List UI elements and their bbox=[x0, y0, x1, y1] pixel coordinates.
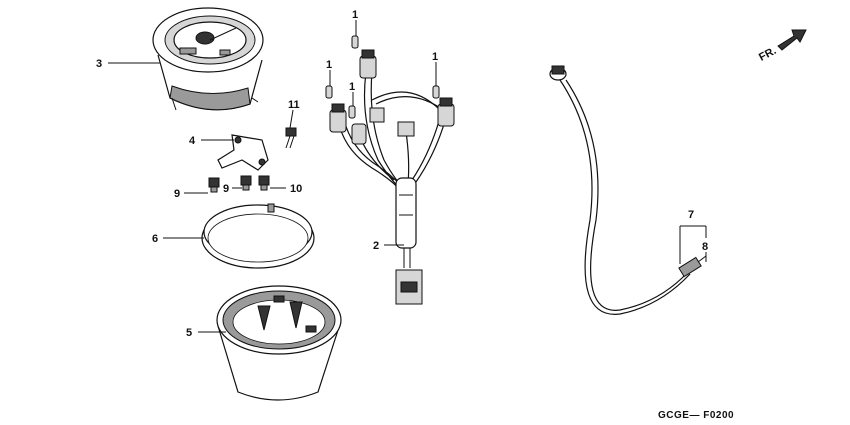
callout-9a: 9 bbox=[174, 188, 180, 200]
callout-1d: 1 bbox=[432, 51, 438, 63]
callout-10: 10 bbox=[290, 183, 302, 195]
meter-case bbox=[216, 285, 342, 401]
bulb-1d bbox=[432, 85, 440, 99]
bulb-1c bbox=[348, 105, 356, 119]
screw-9a bbox=[208, 177, 220, 193]
callout-7: 7 bbox=[688, 209, 694, 221]
meter-ring bbox=[201, 203, 315, 269]
front-direction-arrow bbox=[777, 29, 807, 51]
callout-8: 8 bbox=[702, 241, 708, 253]
speedometer-assembly bbox=[152, 7, 264, 111]
callout-4: 4 bbox=[189, 135, 196, 147]
callout-9b: 9 bbox=[223, 183, 229, 195]
direction-label: FR. bbox=[757, 45, 778, 64]
leader-lines bbox=[108, 20, 707, 333]
diagram-code: GCGE— F0200 bbox=[658, 410, 734, 421]
screw-10 bbox=[258, 175, 270, 191]
bulb-1b bbox=[325, 85, 333, 99]
callout-3: 3 bbox=[96, 58, 102, 70]
screw-11 bbox=[285, 127, 297, 149]
wire-harness bbox=[329, 49, 455, 305]
callout-6: 6 bbox=[152, 233, 158, 245]
screw-9b bbox=[240, 175, 252, 191]
callout-2: 2 bbox=[373, 240, 379, 252]
callout-5: 5 bbox=[186, 327, 192, 339]
callout-11: 11 bbox=[288, 99, 300, 111]
callout-1a: 1 bbox=[352, 9, 358, 21]
meter-bracket bbox=[217, 134, 269, 171]
callout-1c: 1 bbox=[349, 81, 355, 93]
speedometer-cable bbox=[549, 65, 707, 315]
bulb-1a bbox=[351, 35, 359, 49]
callout-1b: 1 bbox=[326, 59, 332, 71]
